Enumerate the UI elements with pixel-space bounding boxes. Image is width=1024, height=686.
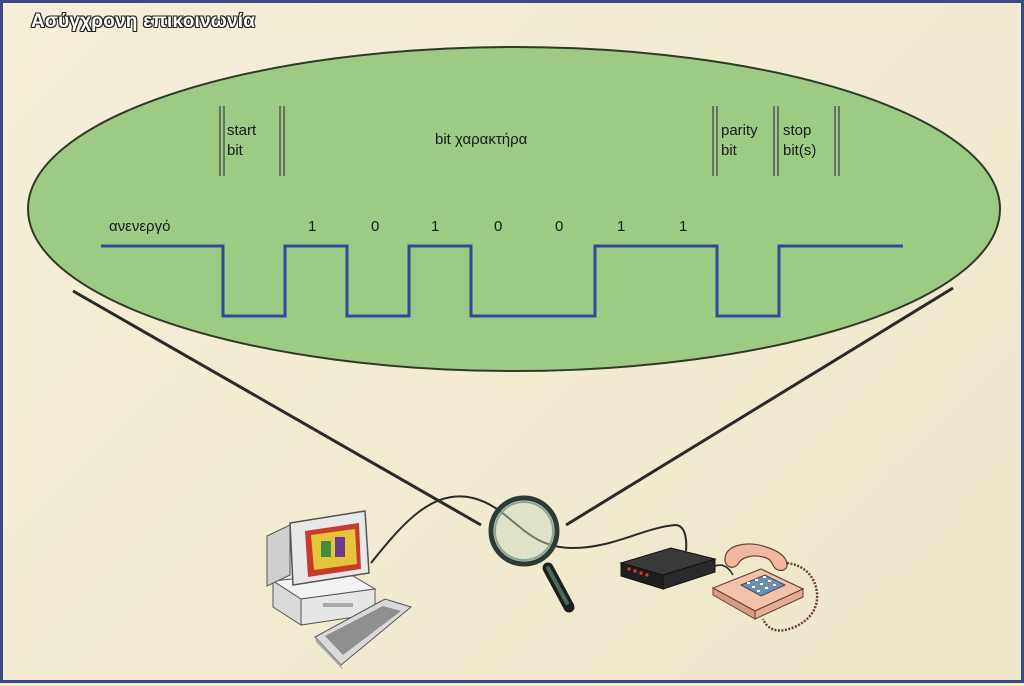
zoom-ellipse <box>27 46 1001 372</box>
data-cable <box>370 495 688 564</box>
diagram-canvas: start bit bit χαρακτήρα parity bit stop … <box>27 46 1001 670</box>
start-bit-label-line1: start <box>227 122 257 139</box>
bit-value: 1 <box>679 218 687 235</box>
stop-bits-label-line2: bit(s) <box>783 142 816 159</box>
telephone-icon <box>711 543 819 632</box>
bit-value: 1 <box>308 218 316 235</box>
bit-value: 0 <box>555 218 563 235</box>
parity-bit-label-line2: bit <box>721 142 738 159</box>
zoom-line-left <box>72 289 482 527</box>
character-bits-label: bit χαρακτήρα <box>435 131 528 148</box>
magnifier-icon <box>488 495 575 613</box>
diagram-title: Ασύγχρονη επικοινωνία <box>31 11 256 32</box>
bit-value: 0 <box>371 218 379 235</box>
parity-bit-label-line1: parity <box>721 122 758 139</box>
bit-value: 1 <box>431 218 439 235</box>
bit-values: 1 0 1 0 0 1 1 <box>308 218 687 235</box>
computer-icon <box>266 510 413 670</box>
bit-value: 0 <box>494 218 502 235</box>
signal-waveform <box>101 244 903 318</box>
idle-label: ανενεργό <box>109 218 170 235</box>
stop-bits-label-line1: stop <box>783 122 811 139</box>
bit-value: 1 <box>617 218 625 235</box>
phone-line <box>714 564 734 576</box>
field-separators <box>219 106 840 176</box>
modem-icon <box>619 547 717 590</box>
zoom-line-right <box>565 286 954 527</box>
start-bit-label-line2: bit <box>227 142 244 159</box>
